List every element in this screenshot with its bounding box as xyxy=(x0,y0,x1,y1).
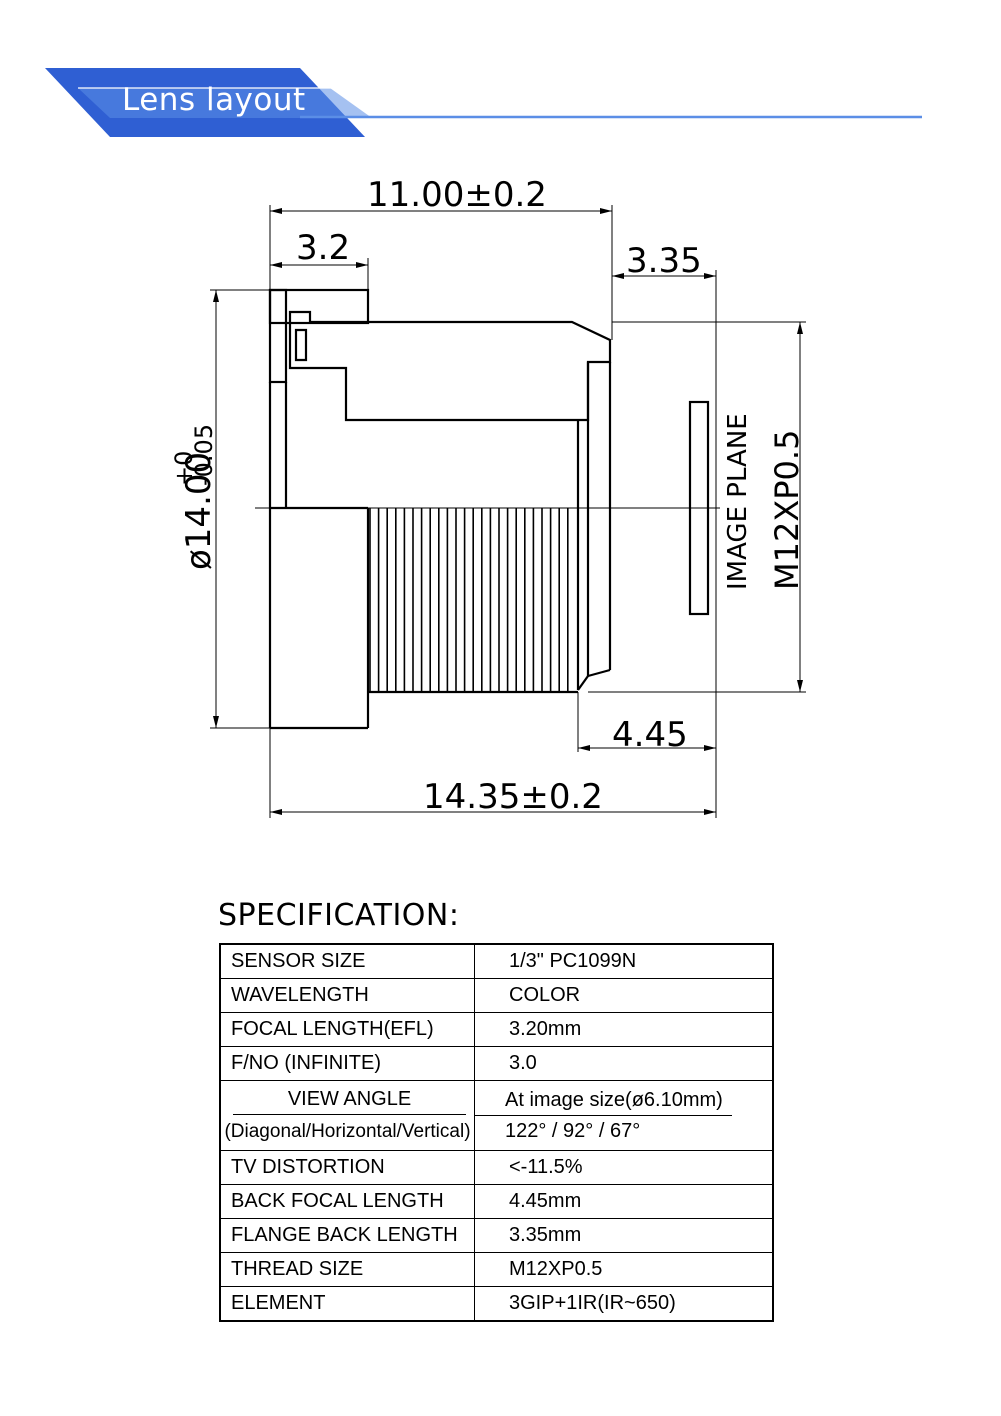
spec-label: F/NO (INFINITE) xyxy=(219,1046,475,1081)
spec-title: SPECIFICATION: xyxy=(218,898,460,933)
table-row: BACK FOCAL LENGTH 4.45mm xyxy=(219,1184,774,1219)
dim-flange-back-label: 3.35 xyxy=(626,241,702,281)
dim-diameter xyxy=(210,289,270,729)
dim-diameter-label: ø14.00 xyxy=(179,452,219,570)
table-row: F/NO (INFINITE) 3.0 xyxy=(219,1046,774,1081)
spec-value: 1/3" PC1099N xyxy=(474,943,774,979)
spec-value: <-11.5% xyxy=(474,1150,774,1185)
image-plane xyxy=(688,400,717,616)
table-row: WAVELENGTH COLOR xyxy=(219,978,774,1013)
view-angle-sublabel: (Diagonal/Horizontal/Vertical) xyxy=(224,1121,471,1142)
spec-label: SENSOR SIZE xyxy=(219,943,475,979)
dim-diameter-tol-upper: +0 xyxy=(170,451,198,486)
spec-value: 4.45mm xyxy=(474,1184,774,1219)
lens-barrel xyxy=(288,310,612,422)
spec-value: M12XP0.5 xyxy=(474,1252,774,1287)
dim-back-focal xyxy=(577,614,717,818)
table-row: THREAD SIZE M12XP0.5 xyxy=(219,1252,774,1287)
dim-flange-width-label: 3.2 xyxy=(296,228,350,268)
image-plane-label: IMAGE PLANE xyxy=(723,413,753,590)
dim-thread xyxy=(588,321,806,693)
dim-overall-length-label: 11.00±0.2 xyxy=(367,175,547,215)
dim-total-length-label: 14.35±0.2 xyxy=(423,777,603,817)
spec-label: ELEMENT xyxy=(219,1286,475,1322)
spec-label: FLANGE BACK LENGTH xyxy=(219,1218,475,1253)
spec-label: TV DISTORTION xyxy=(219,1150,475,1185)
spec-table: SENSOR SIZE 1/3" PC1099N WAVELENGTH COLO… xyxy=(219,943,774,1322)
table-row: ELEMENT 3GIP+1IR(IR~650) xyxy=(219,1286,774,1322)
table-row: FOCAL LENGTH(EFL) 3.20mm xyxy=(219,1012,774,1047)
dim-thread-label: M12XP0.5 xyxy=(768,430,806,590)
spec-value: 3.0 xyxy=(474,1046,774,1081)
view-angle-label-cell: VIEW ANGLE (Diagonal/Horizontal/Vertical… xyxy=(219,1080,475,1151)
spec-value: 3GIP+1IR(IR~650) xyxy=(474,1286,774,1322)
dim-diameter-tol-lower: -0.05 xyxy=(190,424,218,486)
dim-flange-back xyxy=(612,270,717,402)
view-angle-condition: At image size(ø6.10mm) xyxy=(475,1085,732,1116)
view-angle-value: 122° / 92° / 67° xyxy=(505,1120,641,1142)
dim-total-length xyxy=(269,728,716,818)
spec-label: BACK FOCAL LENGTH xyxy=(219,1184,475,1219)
spec-label: FOCAL LENGTH(EFL) xyxy=(219,1012,475,1047)
spec-value: COLOR xyxy=(474,978,774,1013)
view-angle-label: VIEW ANGLE xyxy=(233,1084,466,1115)
page-title: Lens layout xyxy=(122,82,306,118)
lens-drawing: IMAGE PLANE 11.00±0.2 3.2 3.35 xyxy=(0,150,1001,850)
spec-value: 3.20mm xyxy=(474,1012,774,1047)
table-row: FLANGE BACK LENGTH 3.35mm xyxy=(219,1218,774,1253)
spec-value: 3.35mm xyxy=(474,1218,774,1253)
header-banner: Lens layout xyxy=(0,0,1001,150)
view-angle-value-cell: At image size(ø6.10mm) 122° / 92° / 67° xyxy=(474,1080,774,1151)
table-row: SENSOR SIZE 1/3" PC1099N xyxy=(219,943,774,979)
spec-label: WAVELENGTH xyxy=(219,978,475,1013)
dim-overall-length xyxy=(269,205,613,340)
banner-graphic xyxy=(45,68,922,137)
table-row-view-angle: VIEW ANGLE (Diagonal/Horizontal/Vertical… xyxy=(219,1080,774,1151)
thread-section xyxy=(369,508,569,692)
spec-label: THREAD SIZE xyxy=(219,1252,475,1287)
table-row: TV DISTORTION <-11.5% xyxy=(219,1150,774,1185)
dim-back-focal-label: 4.45 xyxy=(612,715,688,755)
dim-flange-width xyxy=(270,258,369,290)
